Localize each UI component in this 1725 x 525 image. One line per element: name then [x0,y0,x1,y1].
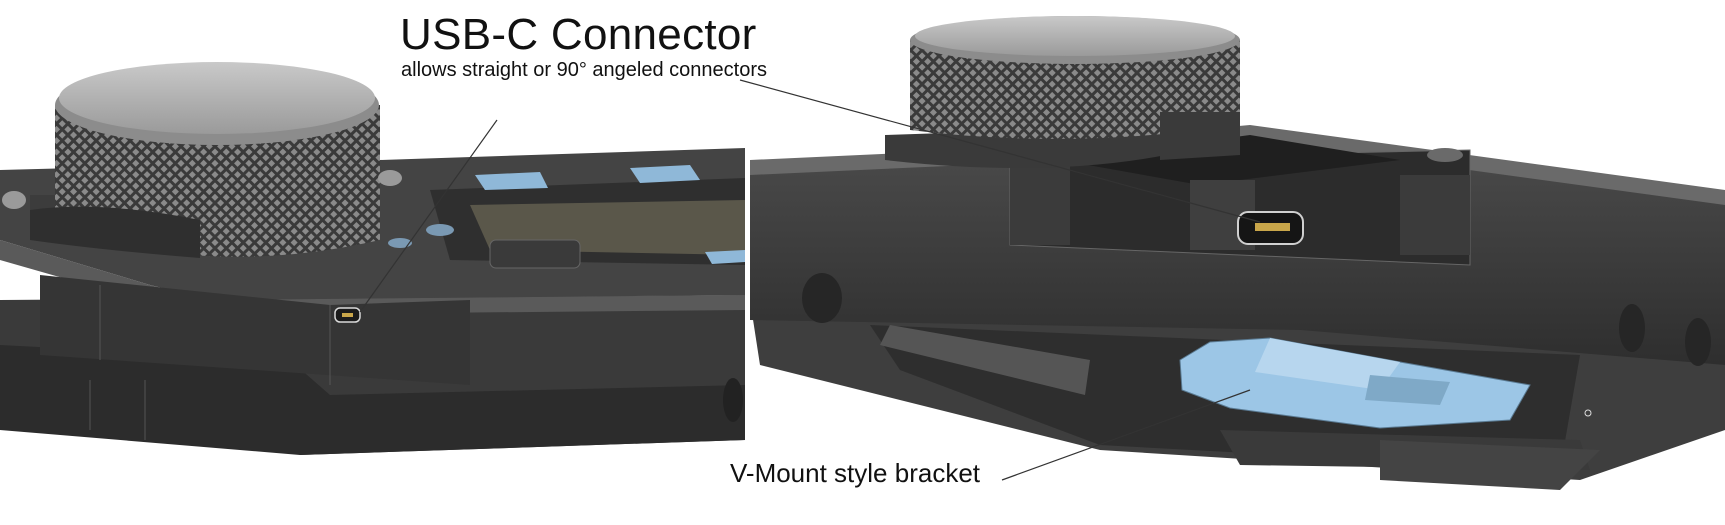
left-blue-pad [475,172,548,190]
left-knob [30,62,380,258]
usb-c-title: USB-C Connector [400,10,757,59]
usb-leader-line-right [739,79,1261,223]
bracket-leader-line [1001,389,1251,481]
v-mount-label: V-Mount style bracket [730,458,980,488]
left-blue-pad [630,165,700,183]
usb-leader-line-left [359,119,498,313]
left-view [0,62,745,455]
usb-c-subtitle: allows straight or 90° angeled connector… [401,59,767,81]
right-knob [885,16,1240,168]
left-blue-pad [705,250,745,264]
right-view [750,16,1725,490]
